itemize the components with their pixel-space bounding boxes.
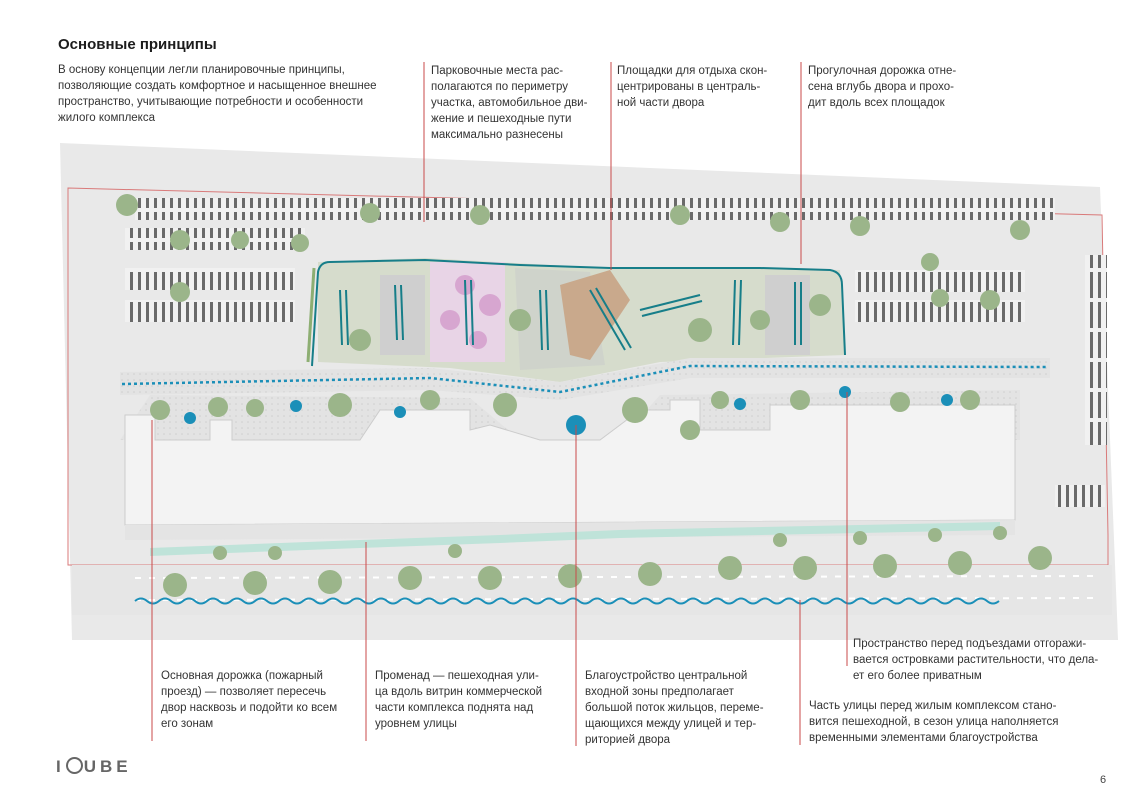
pink-tree <box>440 310 460 330</box>
leader-lines <box>151 62 848 746</box>
main-path-text: Основная дорожка (пожарный проезд) — поз… <box>161 670 338 730</box>
page-title: Основные принципы <box>58 36 217 53</box>
walkway-loop-inner <box>306 267 316 363</box>
pavilion-right <box>765 275 810 355</box>
parking-block-right-1 <box>855 270 1025 292</box>
parking-block-left-3 <box>125 300 295 322</box>
parking-block-left-2 <box>125 268 295 290</box>
parking-text: Парковочные места рас- полагаются по пер… <box>431 65 588 141</box>
street-text: Часть улицы перед жилым комплексом стано… <box>809 700 1059 744</box>
logo-suffix: UBE <box>83 757 132 776</box>
wooden-deck <box>560 270 630 360</box>
walkway-text: Прогулочная дорожка отне- сена вглубь дв… <box>808 65 957 109</box>
parking-block-right-3 <box>1085 255 1107 445</box>
intro-text: В основу концепции легли планировочные п… <box>58 64 377 124</box>
bench-group <box>339 279 802 351</box>
pink-tree <box>479 294 501 316</box>
building-facade <box>125 520 1015 540</box>
icube-logo: I UBE <box>56 757 132 777</box>
promenade-strip <box>150 522 1000 556</box>
playgrounds-text: Площадки для отдыха скон- центрированы в… <box>617 65 768 109</box>
main-path-dotted <box>121 364 1049 394</box>
parking-block-right-4 <box>1055 485 1105 507</box>
logo-prefix: I <box>56 757 65 776</box>
entrance-markers <box>184 386 953 424</box>
promenade-text: Променад — пешеходная ули- ца вдоль витр… <box>375 670 543 730</box>
tree-group <box>116 194 1052 597</box>
walkway-loop <box>311 258 846 367</box>
fire-lane <box>120 358 1050 400</box>
residential-building <box>124 399 1016 526</box>
parking-strip-top <box>135 198 1055 220</box>
street-wave <box>134 597 1000 605</box>
entrance-space-text: Пространство перед подъездами отгоражи- … <box>853 638 1099 682</box>
parking-block-left-1 <box>125 228 305 250</box>
central-entrance-text: Благоустройство центральной входной зоны… <box>585 670 764 746</box>
page-number: 6 <box>1100 774 1107 786</box>
logo-c-icon <box>65 757 83 774</box>
